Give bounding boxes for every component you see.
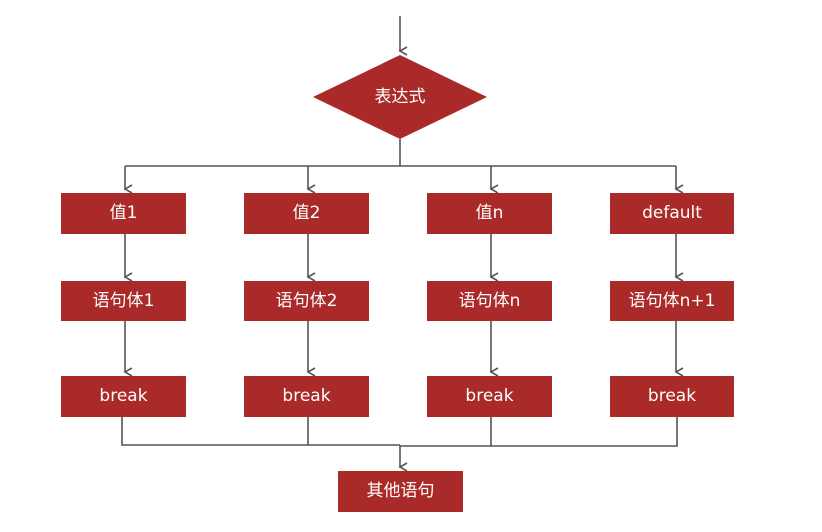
break-box-default: break [610,376,734,417]
expression-diamond [313,55,487,139]
body-box-1: 语句体1 [61,281,186,321]
body-box-2: 语句体2 [244,281,369,321]
merge-line-n [400,417,492,447]
expression-label: 表达式 [374,86,426,107]
merge-line-1 [121,417,400,446]
value-box-default: default [610,193,734,234]
break-box-2: break [244,376,369,417]
value-box-1: 值1 [61,193,186,234]
body-box-default: 语句体n+1 [610,281,734,321]
break-box-1: break [61,376,186,417]
other-statements-box: 其他语句 [338,471,463,512]
value-box-n: 值n [427,193,552,234]
body-box-n: 语句体n [427,281,552,321]
value-box-2: 值2 [244,193,369,234]
merge-line-default [491,417,678,447]
break-box-n: break [427,376,552,417]
